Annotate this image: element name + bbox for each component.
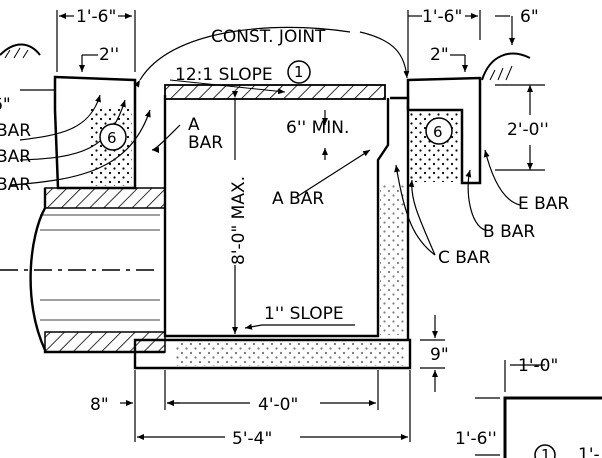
dim-side-left: 6" <box>0 95 11 115</box>
left-bar-label-3: BAR <box>0 175 31 195</box>
min-depth-label: 6'' MIN. <box>286 118 349 138</box>
e-bar-label: E BAR <box>518 194 569 214</box>
structure-geometry <box>0 43 602 458</box>
dim-curb-right: 2" <box>430 45 449 65</box>
floor-slope-label: 1'' SLOPE <box>264 304 344 324</box>
dim-detail-height: 1'-6'' <box>455 429 497 449</box>
dim-top-left: 1'-6" <box>76 7 116 27</box>
detail-ref: 1 <box>541 446 551 458</box>
dim-wall-thickness: 8" <box>90 395 109 415</box>
c-bar-label: C BAR <box>438 248 491 268</box>
a-label-bottom: BAR <box>188 133 223 153</box>
dimension-lines <box>9 10 545 456</box>
const-joint-label: CONST. JOINT <box>211 27 326 47</box>
dim-right-height: 2'-0'' <box>507 120 549 140</box>
slope-ref-number: 1 <box>294 63 304 81</box>
a-bar-label: A BAR <box>272 189 324 209</box>
max-depth-label: 8'-0" MAX. <box>229 176 249 265</box>
drawing-labels: CONST. JOINT 12:1 SLOPE 1 6'' MIN. 8'-0"… <box>0 7 600 458</box>
ref-circle-right <box>425 117 453 145</box>
ref-circle-left <box>99 123 127 151</box>
dim-detail-clip: 1'- <box>578 445 600 458</box>
dim-floor-thickness: 9" <box>430 345 449 365</box>
left-bar-label-2: BAR <box>0 147 31 167</box>
b-bar-label: B BAR <box>483 222 535 242</box>
dim-outer-width: 5'-4" <box>232 429 272 449</box>
slope-top-label: 12:1 SLOPE <box>175 65 273 85</box>
dim-inner-width: 4'-0" <box>258 395 298 415</box>
dim-detail-width: 1'-0" <box>518 356 558 376</box>
dim-top-far-right: 6" <box>520 7 539 27</box>
a-label-top: A <box>188 115 200 135</box>
dim-curb-left: 2'' <box>99 45 119 65</box>
left-curb-ref: 6 <box>107 129 117 147</box>
ref-circle-slope <box>287 60 311 84</box>
dim-top-right: 1'-6" <box>422 7 462 27</box>
right-curb-ref: 6 <box>433 123 443 141</box>
left-bar-label-1: BAR <box>0 121 31 141</box>
